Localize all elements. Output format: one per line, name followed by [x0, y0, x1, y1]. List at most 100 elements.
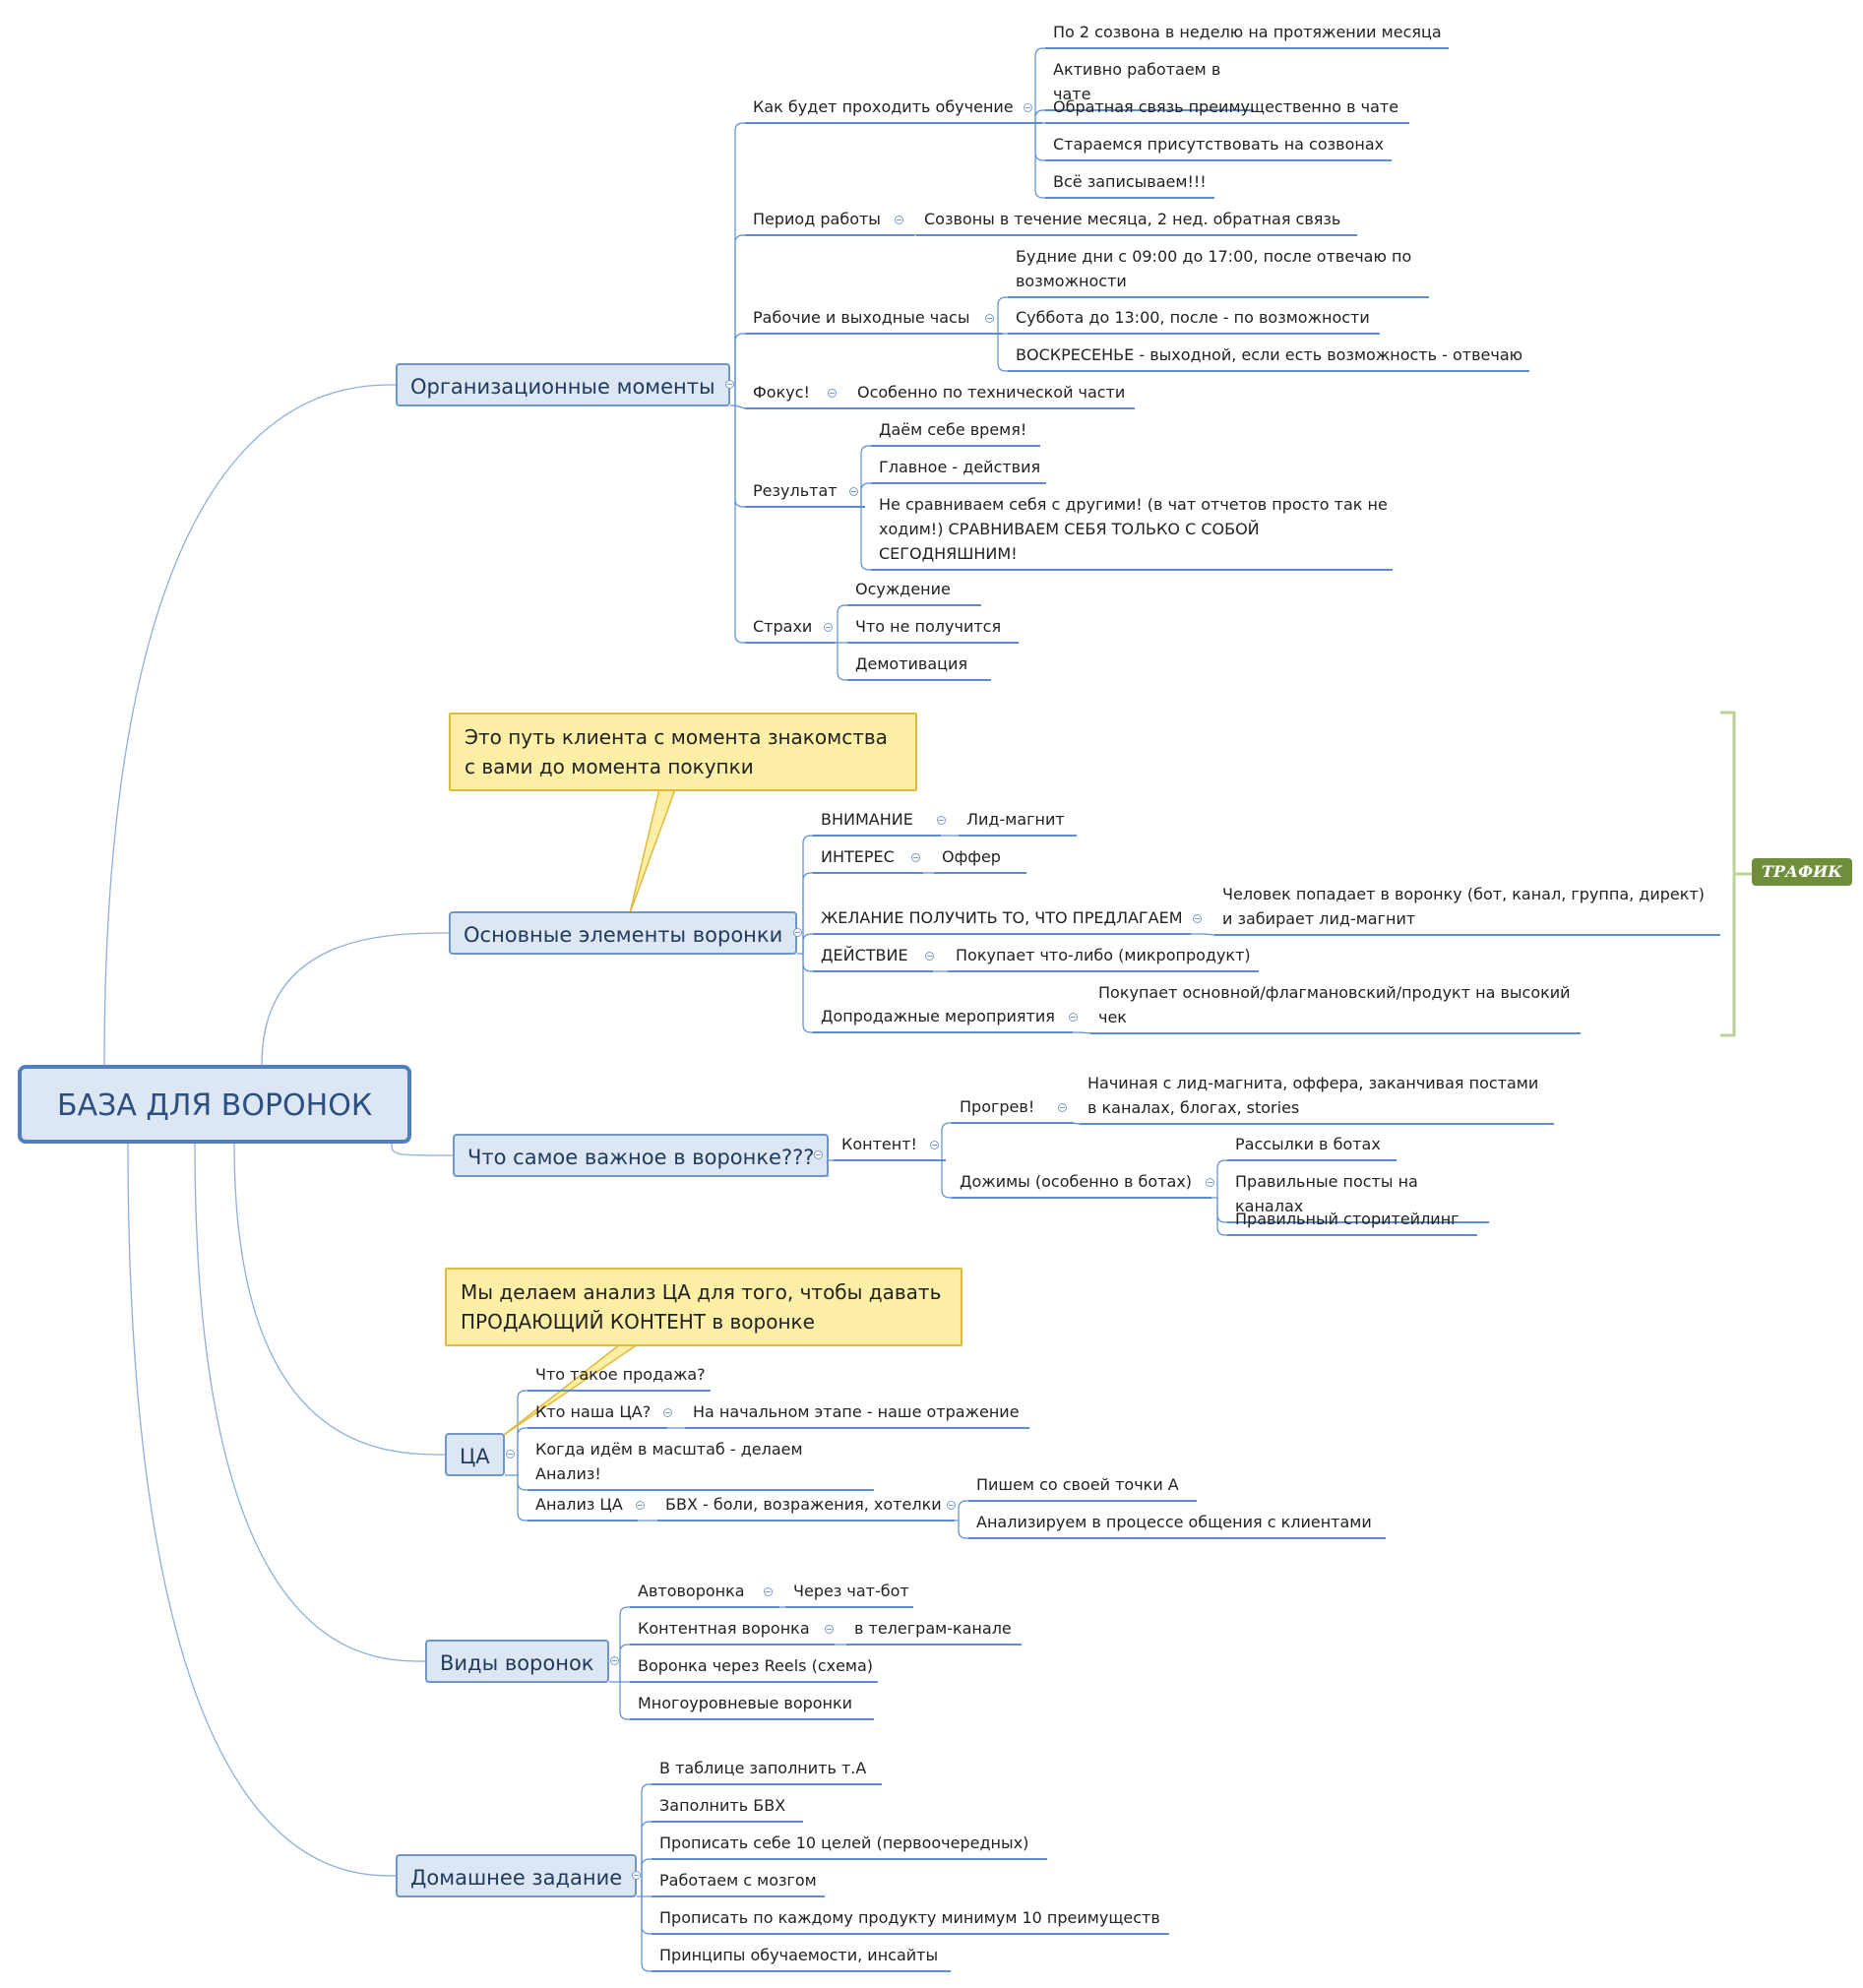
topic-target-audience[interactable]: ЦА [445, 1433, 505, 1476]
subtopic-bvh[interactable]: БВХ - боли, возражения, хотелки [657, 1492, 955, 1522]
leaf-what-is-sale[interactable]: Что такое продажа? [528, 1362, 711, 1392]
leaf-action[interactable]: Покупает что-либо (микропродукт) [948, 943, 1259, 972]
collapse-toggle-icon[interactable] [828, 389, 837, 398]
collapse-toggle-icon[interactable] [1024, 103, 1032, 112]
topic-funnel-types[interactable]: Виды воронок [425, 1640, 609, 1683]
subtopic-content[interactable]: Контент! [834, 1132, 946, 1161]
branch-connector [734, 122, 745, 405]
leaf-push-1[interactable]: Рассылки в ботах [1227, 1132, 1397, 1161]
leaf-training-5[interactable]: Всё записываем!!! [1045, 169, 1214, 199]
leaf-desire[interactable]: Человек попадает в воронку (бот, канал, … [1214, 882, 1720, 936]
leaf-bvh-1[interactable]: Пишем со своей точки А [968, 1472, 1197, 1502]
leaf-fears-1[interactable]: Осуждение [847, 577, 981, 606]
leaf-interest[interactable]: Оффер [934, 844, 1026, 874]
leaf-push-3[interactable]: Правильный сторитейлинг [1227, 1207, 1477, 1236]
collapse-toggle-icon[interactable] [632, 1871, 641, 1880]
leaf-content-funnel[interactable]: в телеграм-канале [846, 1616, 1022, 1646]
leaf-homework-2[interactable]: Заполнить БВХ [652, 1793, 803, 1823]
subtopic-push[interactable]: Дожимы (особенно в ботах) [952, 1169, 1211, 1199]
leaf-fears-2[interactable]: Что не получится [847, 614, 1019, 644]
collapse-toggle-icon[interactable] [824, 623, 833, 632]
subtopic-period[interactable]: Период работы [745, 207, 914, 236]
subtopic-result[interactable]: Результат [745, 478, 865, 508]
leaf-result-2[interactable]: Главное - действия [871, 455, 1046, 484]
subtopic-attention[interactable]: ВНИМАНИЕ [813, 807, 941, 837]
subtopic-desire[interactable]: ЖЕЛАНИЕ ПОЛУЧИТЬ ТО, ЧТО ПРЕДЛАГАЕМ [813, 905, 1191, 935]
subtopic-ta-analysis[interactable]: Анализ ЦА [528, 1492, 638, 1522]
subtopic-training[interactable]: Как будет проходить обучение [745, 94, 1042, 124]
collapse-toggle-icon[interactable] [849, 487, 858, 496]
subtopic-fears[interactable]: Страхи [745, 614, 836, 644]
leaf-training-4[interactable]: Стараемся присутствовать на созвонах [1045, 132, 1392, 161]
leaf-fears-3[interactable]: Демотивация [847, 652, 991, 681]
subtopic-who-is-ta[interactable]: Кто наша ЦА? [528, 1399, 667, 1429]
collapse-toggle-icon[interactable] [1206, 1178, 1214, 1187]
leaf-multilevel-funnel[interactable]: Многоуровневые воронки [630, 1691, 874, 1720]
collapse-toggle-icon[interactable] [937, 816, 946, 825]
leaf-training-1[interactable]: По 2 созвона в неделю на протяжении меся… [1045, 20, 1449, 49]
subtopic-autofunnel[interactable]: Автоворонка [630, 1579, 779, 1608]
callout-funnel[interactable]: Это путь клиента с момента знакомства с … [449, 713, 917, 791]
collapse-toggle-icon[interactable] [1058, 1103, 1067, 1112]
topic-org-moments[interactable]: Организационные моменты [396, 363, 730, 406]
subtopic-warmup[interactable]: Прогрев! [952, 1094, 1074, 1124]
collapse-toggle-icon[interactable] [725, 380, 734, 389]
leaf-homework-3[interactable]: Прописать себе 10 целей (первоочередных) [652, 1831, 1047, 1860]
leaf-training-2[interactable]: Активно работаем в чате [1045, 57, 1254, 111]
collapse-toggle-icon[interactable] [1069, 1013, 1078, 1022]
branch-connector [802, 954, 813, 1033]
subtopic-interest[interactable]: ИНТЕРЕС [813, 844, 923, 874]
leaf-homework-5[interactable]: Прописать по каждому продукту минимум 10… [652, 1905, 1169, 1935]
leaf-result-1[interactable]: Даём себе время! [871, 417, 1040, 447]
topic-homework[interactable]: Домашнее задание [396, 1854, 638, 1897]
collapse-toggle-icon[interactable] [506, 1450, 515, 1459]
leaf-warmup[interactable]: Начиная с лид-магнита, оффера, заканчива… [1080, 1071, 1554, 1125]
callout-ta[interactable]: Мы делаем анализ ЦА для того, чтобы дава… [445, 1268, 963, 1346]
collapse-toggle-icon[interactable] [663, 1408, 672, 1417]
topic-most-important[interactable]: Что самое важное в воронке??? [453, 1134, 830, 1177]
root-connector [391, 1143, 454, 1156]
root-topic[interactable]: БАЗА ДЛЯ ВОРОНОК [18, 1065, 412, 1144]
topic-funnel-elements[interactable]: Основные элементы воронки [449, 911, 798, 955]
collapse-toggle-icon[interactable] [947, 1501, 956, 1510]
leaf-upsell[interactable]: Покупает основной/флагмановский/продукт … [1090, 980, 1581, 1034]
leaf-hours-2[interactable]: Суббота до 13:00, после - по возможности [1008, 305, 1380, 335]
leaf-period-1[interactable]: Созвоны в течение месяца, 2 нед. обратна… [916, 207, 1357, 236]
leaf-bvh-2[interactable]: Анализируем в процессе общения с клиента… [968, 1510, 1386, 1539]
subtopic-hours[interactable]: Рабочие и выходные часы [745, 305, 1003, 335]
leaf-hours-3[interactable]: ВОСКРЕСЕНЬЕ - выходной, если есть возмож… [1008, 342, 1529, 372]
collapse-toggle-icon[interactable] [764, 1587, 773, 1596]
collapse-toggle-icon[interactable] [895, 216, 903, 224]
collapse-toggle-icon[interactable] [825, 1625, 834, 1634]
collapse-toggle-icon[interactable] [1193, 914, 1202, 923]
leaf-homework-1[interactable]: В таблице заполнить т.А [652, 1756, 882, 1785]
leaf-push-2[interactable]: Правильные посты на каналах [1227, 1169, 1489, 1223]
collapse-toggle-icon[interactable] [814, 1150, 823, 1159]
leaf-focus-1[interactable]: Особенно по технической части [849, 380, 1135, 409]
collapse-toggle-icon[interactable] [930, 1141, 939, 1149]
leaf-who-is-ta[interactable]: На начальном этапе - наше отражение [685, 1399, 1029, 1429]
branch-connector [860, 482, 871, 507]
subtopic-upsell[interactable]: Допродажные мероприятия [813, 1004, 1073, 1033]
leaf-scale-analysis[interactable]: Когда идём в масштаб - делаем Анализ! [528, 1437, 874, 1491]
collapse-toggle-icon[interactable] [985, 314, 994, 323]
leaf-result-3[interactable]: Не сравниваем себя с другими! (в чат отч… [871, 492, 1393, 571]
leaf-hours-1[interactable]: Будние дни с 09:00 до 17:00, после отвеч… [1008, 244, 1429, 298]
leaf-homework-6[interactable]: Принципы обучаемости, инсайты [652, 1943, 951, 1972]
leaf-homework-4[interactable]: Работаем с мозгом [652, 1868, 825, 1897]
subtopic-focus[interactable]: Фокус! [745, 380, 855, 409]
collapse-toggle-icon[interactable] [793, 928, 802, 937]
leaf-autofunnel[interactable]: Через чат-бот [785, 1579, 913, 1608]
summary-label-traffic[interactable]: ТРАФИК [1752, 858, 1852, 886]
leaf-training-3[interactable]: Обратная связь преимущественно в чате [1045, 94, 1409, 124]
branch-connector [1080, 1031, 1091, 1034]
leaf-reels-funnel[interactable]: Воронка через Reels (схема) [630, 1653, 878, 1683]
subtopic-content-funnel[interactable]: Контентная воронка [630, 1616, 835, 1646]
branch-connector [619, 1682, 630, 1720]
collapse-toggle-icon[interactable] [925, 952, 934, 961]
subtopic-action[interactable]: ДЕЙСТВИЕ [813, 943, 933, 972]
collapse-toggle-icon[interactable] [636, 1501, 645, 1510]
collapse-toggle-icon[interactable] [911, 853, 920, 862]
collapse-toggle-icon[interactable] [610, 1656, 619, 1665]
leaf-attention[interactable]: Лид-магнит [959, 807, 1077, 837]
